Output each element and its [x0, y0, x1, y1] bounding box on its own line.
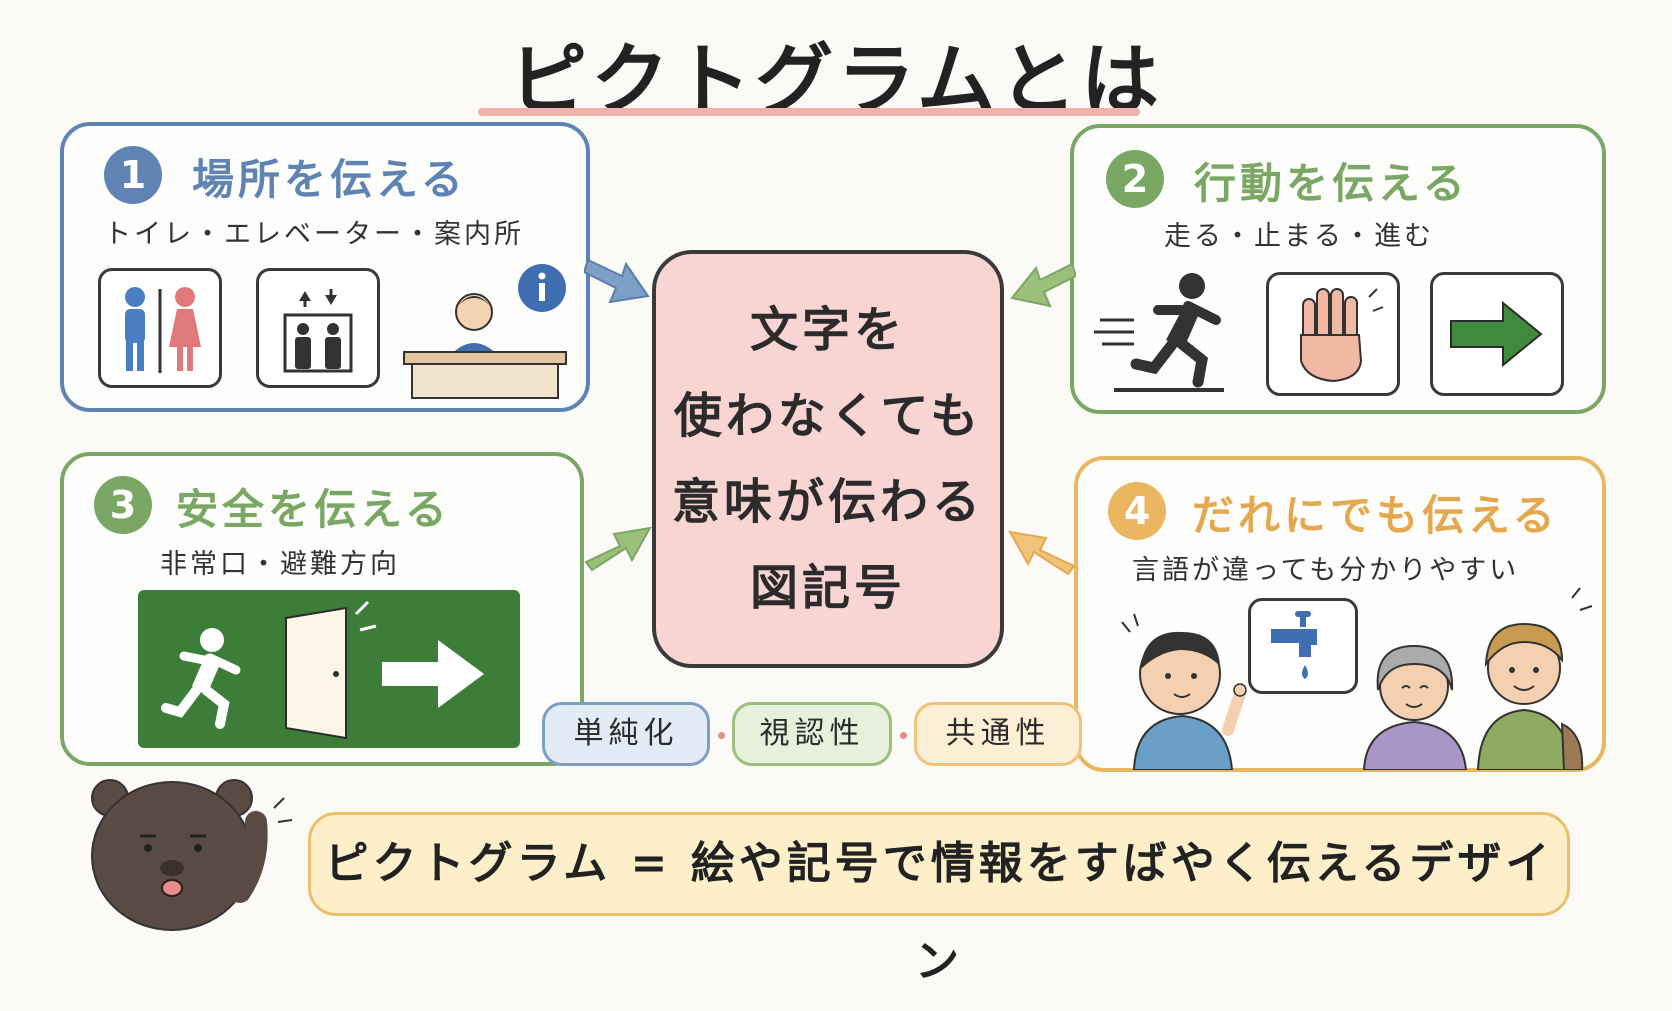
definition-box: 文字を 使わなくても 意味が伝わる 図記号 [652, 250, 1004, 668]
faucet-sign-icon [1248, 598, 1358, 694]
elevator-sign-icon [256, 268, 380, 388]
title-underline [478, 108, 1140, 116]
card-everyone: 4 だれにでも伝える 言語が違っても分かりやすい [1074, 456, 1606, 772]
number-badge-2: 2 [1106, 150, 1164, 208]
tag-commonality: 共通性 [914, 702, 1082, 766]
definition-line-1: 文字を [749, 302, 906, 358]
card-subtitle: トイレ・エレベーター・案内所 [104, 219, 524, 250]
tag-visibility: 視認性 [732, 702, 892, 766]
definition-line-3: 意味が伝わる [671, 474, 984, 530]
card-place: 1 場所を伝える トイレ・エレベーター・案内所 [60, 122, 590, 412]
running-person-icon [1094, 264, 1244, 396]
definition-line-4: 図記号 [749, 560, 906, 616]
arrow-to-center-3 [584, 526, 652, 572]
card-subtitle: 非常口・避難方向 [160, 549, 400, 580]
card-heading: 行動を伝える [1194, 159, 1469, 208]
grandmother-icon [1356, 630, 1476, 771]
traveler-icon [1468, 584, 1598, 771]
stop-hand-icon [1266, 272, 1400, 396]
bear-mascot-icon [91, 779, 293, 931]
card-action: 2 行動を伝える 走る・止まる・進む [1070, 124, 1606, 414]
number-badge-1: 1 [104, 146, 162, 204]
card-heading: 安全を伝える [176, 485, 451, 534]
restroom-sign-icon [98, 268, 222, 388]
arrow-to-center-4 [1008, 530, 1076, 576]
card-heading: だれにでも伝える [1192, 491, 1559, 540]
card-safety: 3 安全を伝える 非常口・避難方向 [60, 452, 584, 766]
summary-banner: ピクトグラム = 絵や記号で情報をすばやく伝えるデザイン [308, 812, 1570, 987]
number-badge-4: 4 [1108, 482, 1166, 540]
information-desk-icon [394, 254, 574, 404]
boy-icon [1118, 610, 1258, 771]
go-arrow-icon [1430, 272, 1564, 396]
arrow-to-center-1 [584, 258, 650, 304]
tag-separator [900, 732, 907, 739]
tag-simplification: 単純化 [542, 702, 710, 766]
card-subtitle: 走る・止まる・進む [1164, 221, 1434, 252]
emergency-exit-sign-icon [138, 590, 520, 748]
tag-separator [718, 732, 725, 739]
card-subtitle: 言語が違っても分かりやすい [1132, 555, 1520, 586]
definition-line-2: 使わなくても [673, 388, 983, 444]
card-heading: 場所を伝える [192, 155, 467, 204]
number-badge-3: 3 [94, 476, 152, 534]
arrow-to-center-2 [1010, 262, 1076, 308]
